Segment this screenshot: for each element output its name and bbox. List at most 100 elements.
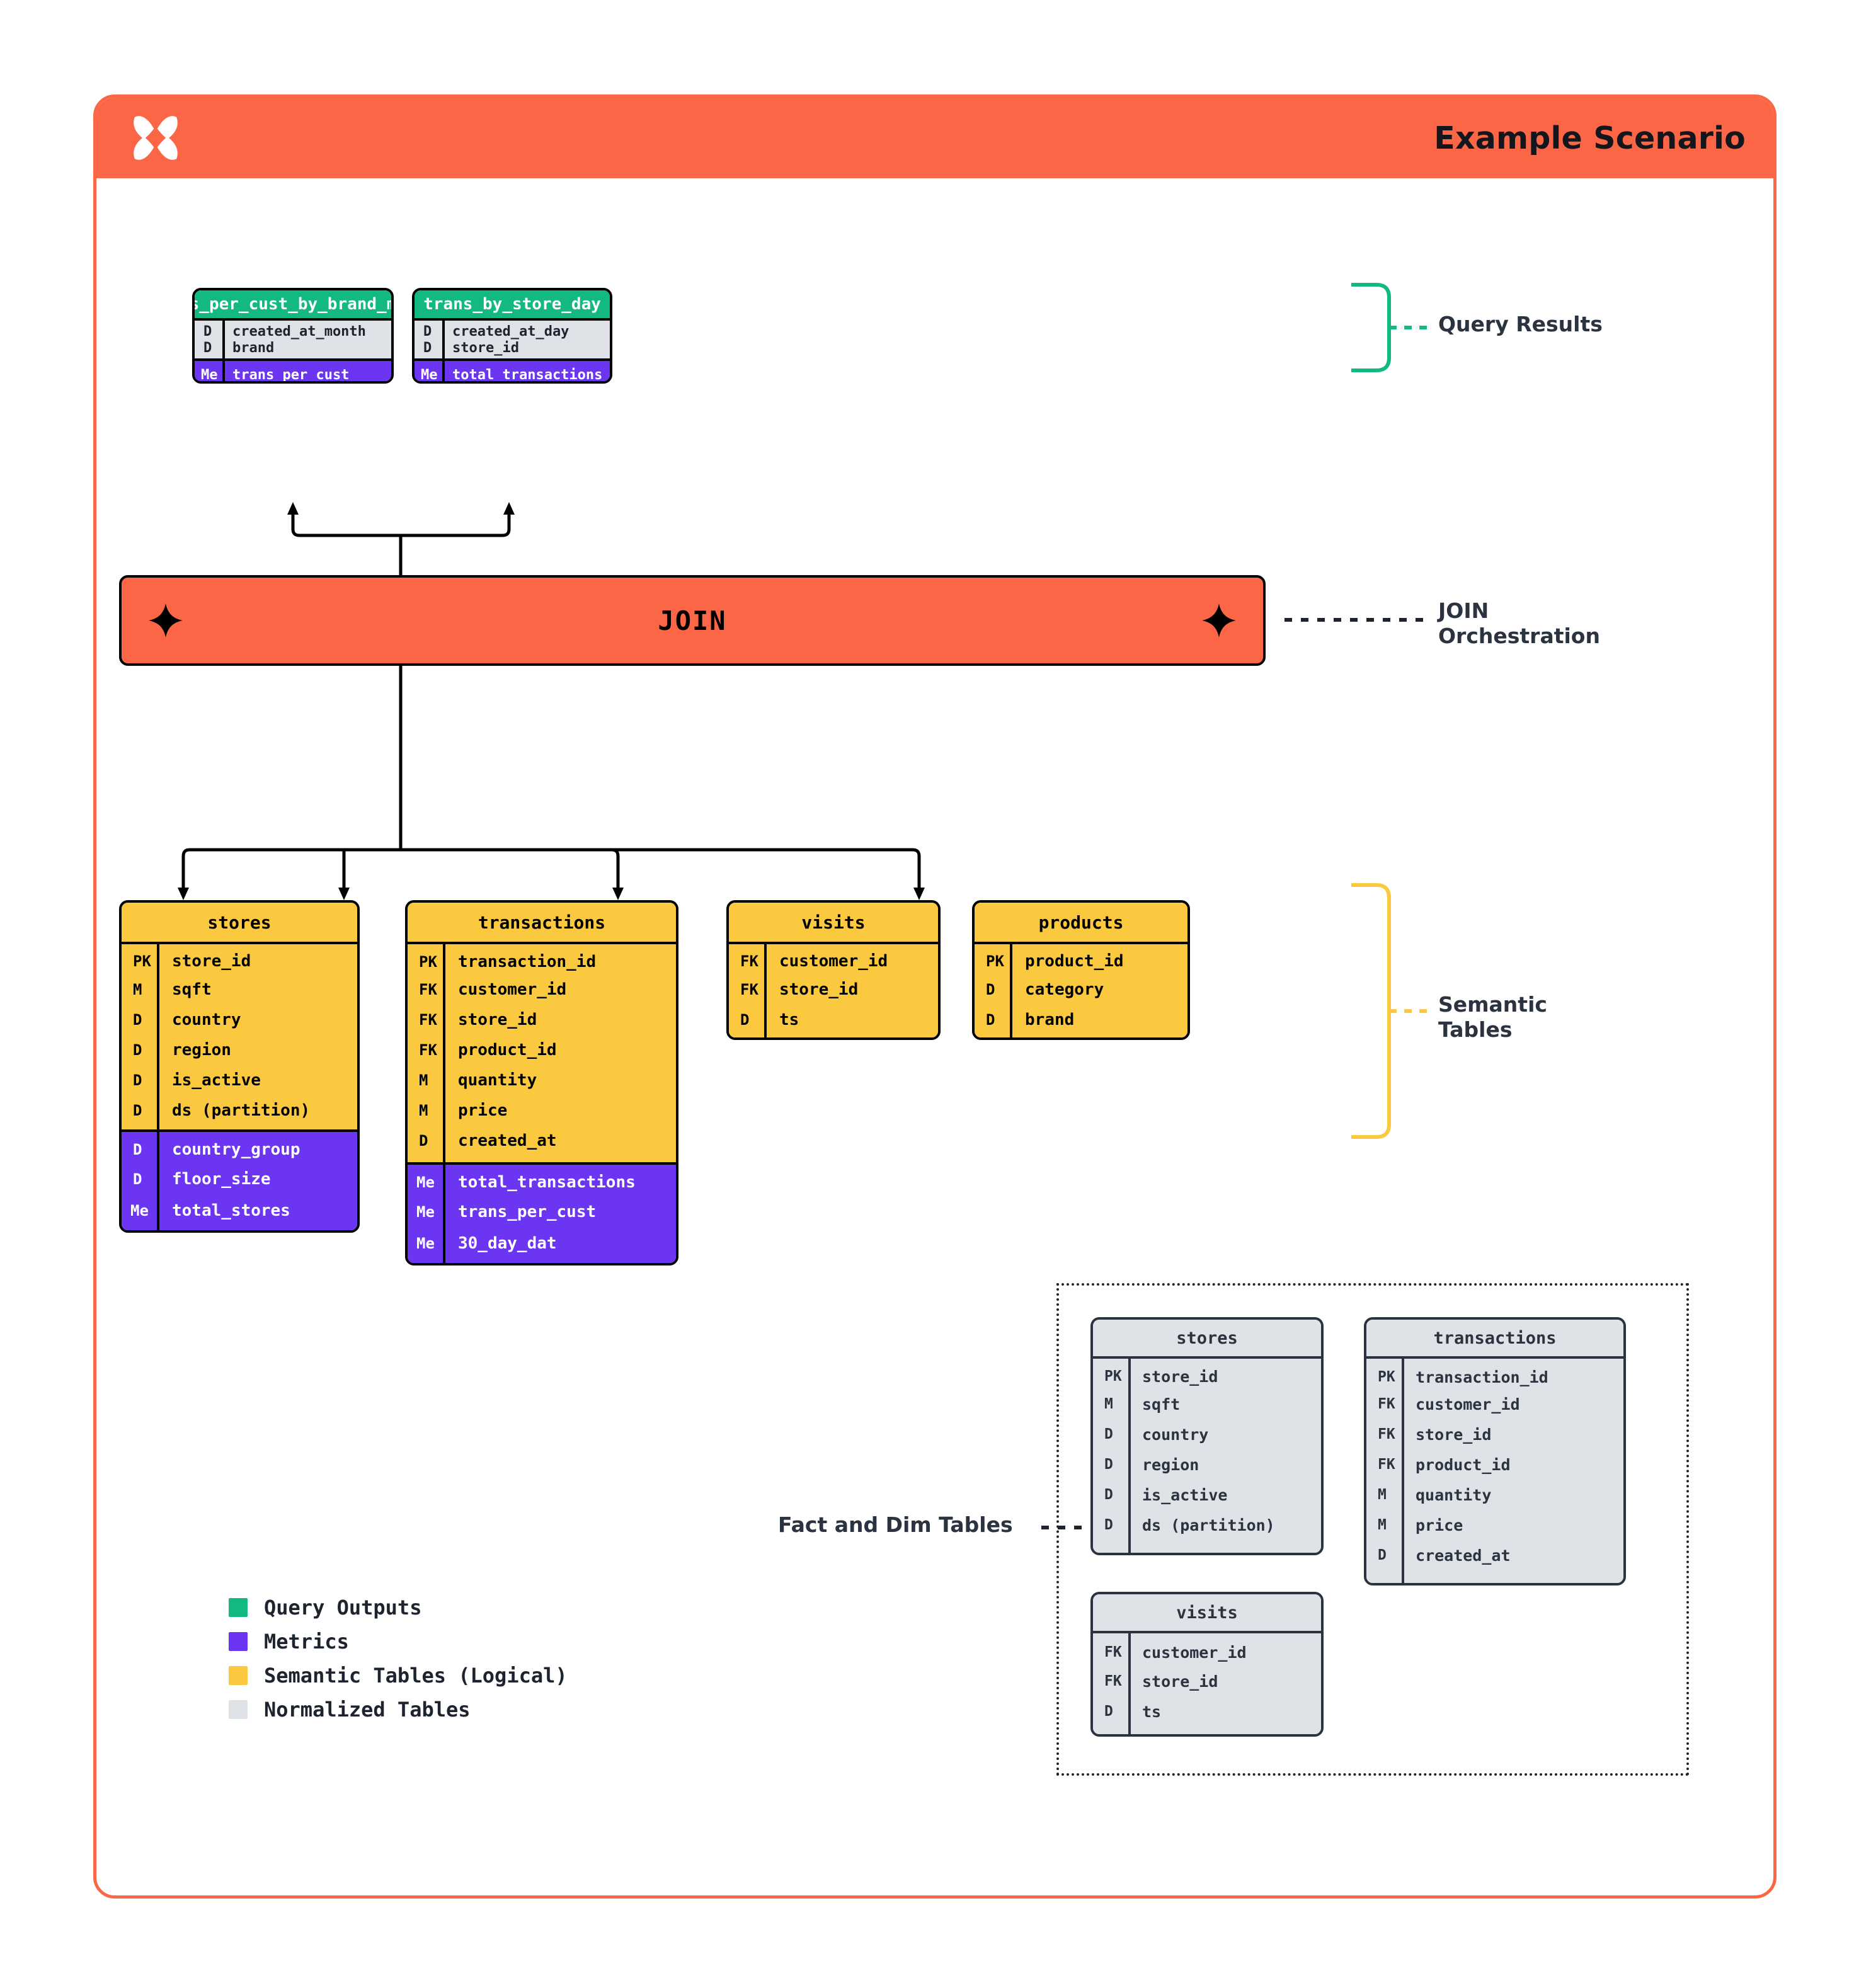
table-row: Me trans_per_cust bbox=[201, 367, 350, 383]
table-header: trans_by_store_day bbox=[415, 290, 610, 318]
legend-swatch-normalized-tables bbox=[229, 1700, 248, 1719]
legend-item: Query Outputs bbox=[229, 1591, 568, 1625]
legend-item: Semantic Tables (Logical) bbox=[229, 1659, 568, 1693]
table-header: transactions bbox=[1366, 1320, 1623, 1356]
legend-swatch-query-outputs bbox=[229, 1598, 248, 1617]
legend-label: Semantic Tables (Logical) bbox=[264, 1664, 568, 1688]
sparkle-diamond-icon bbox=[1202, 603, 1236, 637]
join-orchestration-bar[interactable]: JOIN bbox=[119, 575, 1266, 666]
metric-rows: Me trans_per_cust bbox=[195, 358, 391, 383]
table-row: D brand bbox=[203, 340, 275, 356]
table-header: visits bbox=[1093, 1594, 1321, 1631]
annotation-query-results: Query Results bbox=[1438, 312, 1603, 336]
annotation-semantic-tables-line2: Tables bbox=[1438, 1017, 1513, 1043]
table-header: trans_per_cust_by_brand_month bbox=[195, 290, 391, 318]
table-header: visits bbox=[729, 903, 938, 942]
annotation-semantic-tables: Semantic Tables bbox=[1438, 992, 1547, 1043]
annotation-join-orchestration-line1: JOIN bbox=[1438, 598, 1489, 623]
annotation-semantic-tables-line1: Semantic bbox=[1438, 992, 1547, 1017]
annotation-join-orchestration-line2: Orchestration bbox=[1438, 624, 1600, 649]
dimension-rows: D created_at_day D store_id bbox=[415, 318, 610, 358]
table-row: D created_at_month bbox=[203, 323, 366, 340]
annotation-join-orchestration: JOIN Orchestration bbox=[1438, 598, 1600, 649]
table-header: stores bbox=[122, 903, 357, 942]
dimension-rows: D created_at_month D brand bbox=[195, 318, 391, 358]
table-header: products bbox=[975, 903, 1187, 942]
table-header: stores bbox=[1093, 1320, 1321, 1356]
query-result-table-trans-by-store-day[interactable]: trans_by_store_day D created_at_day D st… bbox=[412, 288, 612, 384]
table-row: D store_id bbox=[423, 340, 519, 356]
query-result-table-trans-per-cust-by-brand-month[interactable]: trans_per_cust_by_brand_month D created_… bbox=[192, 288, 394, 384]
legend: Query Outputs Metrics Semantic Tables (L… bbox=[229, 1591, 568, 1727]
page-title: Example Scenario bbox=[1434, 120, 1746, 156]
legend-label: Metrics bbox=[264, 1630, 349, 1654]
sparkle-diamond-icon bbox=[149, 603, 183, 637]
legend-label: Normalized Tables bbox=[264, 1698, 471, 1722]
table-header: transactions bbox=[408, 903, 676, 942]
legend-swatch-semantic-tables bbox=[229, 1666, 248, 1685]
join-label: JOIN bbox=[658, 605, 727, 636]
legend-item: Metrics bbox=[229, 1625, 568, 1659]
table-row: D created_at_day bbox=[423, 323, 569, 340]
legend-item: Normalized Tables bbox=[229, 1693, 568, 1727]
annotation-fact-and-dim-tables: Fact and Dim Tables bbox=[778, 1512, 1013, 1537]
table-row: Me total_transactions bbox=[421, 367, 603, 383]
metric-rows: Me total_transactions bbox=[415, 358, 610, 383]
butterfly-x-logo-icon bbox=[134, 116, 178, 160]
title-bar: Example Scenario bbox=[96, 98, 1773, 178]
diagram-card: Example Scenario bbox=[93, 94, 1777, 1899]
